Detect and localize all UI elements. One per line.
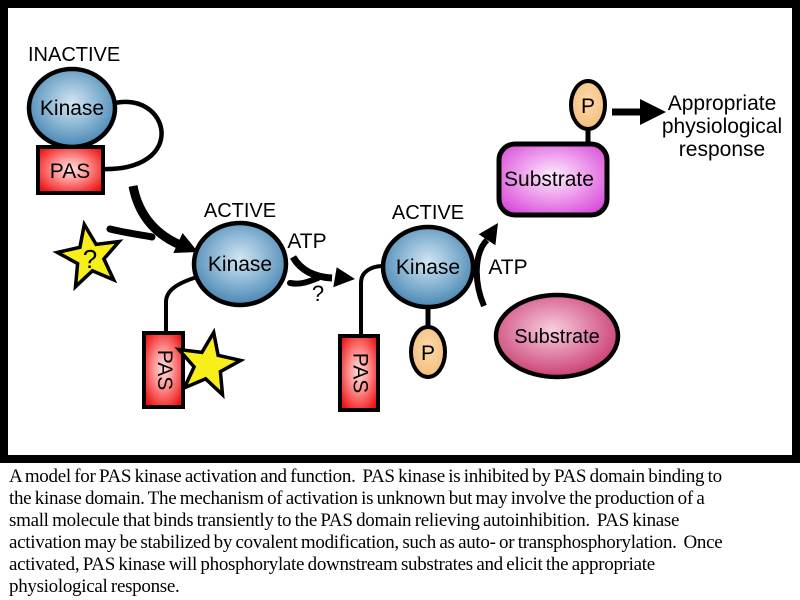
- response-text-line2: physiological: [662, 115, 782, 138]
- active-state-label-2: ACTIVE: [392, 202, 464, 224]
- activation-arrow-branch: [106, 225, 156, 241]
- activation-arrow-icon: [128, 185, 181, 249]
- response-arrowhead-icon: [640, 99, 666, 125]
- caption-line: A model for PAS kinase activation and fu…: [9, 466, 722, 487]
- response-text-line3: response: [679, 138, 765, 161]
- phosphate-group-2: [569, 79, 607, 131]
- active-state-label-1: ACTIVE: [204, 200, 276, 222]
- substrate-ellipse-label: Substrate: [514, 326, 600, 348]
- substrate-phosphorylation-arrowhead-icon: [478, 223, 498, 246]
- kinase-domain-active-2: [380, 224, 476, 310]
- pas-domain-active-1: [142, 331, 185, 409]
- kinase-label-inactive: Kinase: [40, 97, 104, 120]
- caption-line: small molecule that binds transiently to…: [9, 510, 680, 531]
- substrate-phosphorylation-arrow-icon: [473, 237, 490, 308]
- pas-tether-1: [164, 275, 198, 334]
- pas-label-inactive: PAS: [50, 160, 90, 183]
- inactive-state-label: INACTIVE: [28, 44, 120, 66]
- pas-domain-inactive: [36, 145, 105, 195]
- phosphate-label-2: P: [581, 95, 595, 118]
- kinase-label-active-2: Kinase: [396, 256, 460, 279]
- phosphorylation-arrowhead-icon: [333, 267, 355, 288]
- kinase-domain-active-1: [191, 220, 289, 308]
- caption-line: activated, PAS kinase will phosphorylate…: [9, 554, 655, 575]
- pas-label-active-2: PAS: [348, 353, 371, 393]
- atp-label-2: ATP: [488, 256, 527, 279]
- atp-label-1: ATP: [287, 230, 326, 253]
- substrate-box-label: Substrate: [504, 168, 594, 191]
- pas-kinase-diagram: INACTIVE Kinase PAS ? ACTIVE Kinase PAS …: [0, 0, 800, 463]
- activation-arrowhead-icon: [173, 233, 198, 253]
- pas-domain-active-2: [338, 334, 380, 412]
- pas-label-active-1: PAS: [153, 350, 176, 390]
- phosphate-label-1: P: [421, 342, 435, 365]
- substrate-ellipse: [493, 292, 621, 380]
- response-text-line1: Appropriate: [668, 92, 777, 115]
- phosphorylation-arrow-branch: [287, 275, 321, 287]
- caption-line: physiological response.: [9, 576, 180, 597]
- pas-tether-2: [359, 264, 385, 338]
- bound-activator-star-icon: [174, 327, 246, 400]
- substrate-box: [496, 141, 610, 218]
- figure-caption: A model for PAS kinase activation and fu…: [9, 466, 797, 598]
- phosphate-group-1: [409, 325, 447, 379]
- kinase-label-active-1: Kinase: [208, 253, 272, 276]
- autoinhibition-loop: [100, 99, 164, 172]
- phosphorylation-arrow-icon: [289, 255, 333, 282]
- unknown-activator-star-icon: [52, 219, 124, 292]
- question-mark-star: ?: [83, 244, 97, 274]
- question-mark-arrow: ?: [312, 281, 324, 306]
- caption-line: activation may be stabilized by covalent…: [9, 532, 723, 553]
- caption-line: the kinase domain. The mechanism of acti…: [9, 488, 705, 509]
